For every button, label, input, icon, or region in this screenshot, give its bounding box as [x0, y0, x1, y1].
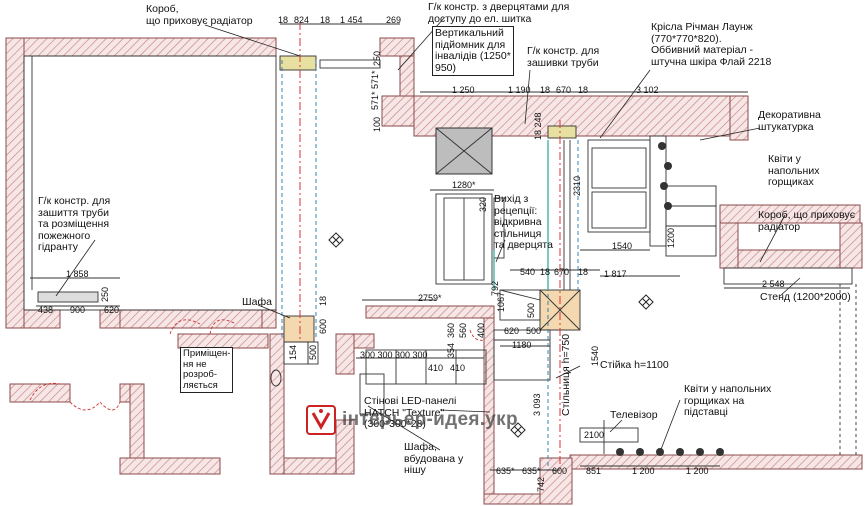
- leader-lines: [55, 17, 801, 453]
- label-gk-pipe-cover: Г/к констр. для зашивки труби: [527, 45, 600, 69]
- dim-v-3093: 3 093: [532, 393, 542, 416]
- dim-670: 670: [554, 267, 570, 277]
- dim-1280: 1280*: [452, 180, 476, 190]
- dim-v-18-248: 18 248: [533, 112, 543, 140]
- dim-v-571: 571* 571*: [370, 70, 380, 110]
- dim-1200a: 1 200: [632, 466, 655, 476]
- label-decor-plaster: Декоративна штукатурка: [758, 109, 821, 133]
- dim-row2-18a: 18: [540, 85, 551, 95]
- dim-v-1200: 1200: [666, 227, 676, 248]
- watermark-logo-icon: [306, 405, 336, 435]
- dim-top-824: 824: [294, 15, 310, 25]
- dim-v-600: 600: [318, 318, 328, 334]
- dim-row2-3102: 3 102: [636, 85, 659, 95]
- plants: [616, 142, 724, 456]
- dim-1200b: 1 200: [686, 466, 709, 476]
- label-flowers-pots: Квіти у напольних горщиках: [768, 153, 820, 188]
- dim-top-1454: 1 454: [340, 15, 363, 25]
- label-wardrobe: Шафа: [242, 296, 272, 308]
- dim-v-1067: 1067: [496, 291, 506, 312]
- label-led-panels: Стінові LED-панелі HATCH "Texture" (300*…: [364, 395, 457, 430]
- dim-v-250: 250: [372, 50, 382, 66]
- dim-635b: 635*: [522, 466, 541, 476]
- axis-lines: [281, 22, 579, 470]
- dim-620: 620: [104, 305, 120, 315]
- dim-851: 851: [586, 466, 602, 476]
- dim-v-250b: 250: [100, 286, 110, 302]
- dim-v-400: 400: [476, 322, 486, 338]
- dim-540: 540: [520, 267, 536, 277]
- dim-18b: 18: [578, 267, 589, 277]
- label-box-radiator-top: Короб, що приховує радіатор: [146, 3, 253, 27]
- dim-410a: 410: [428, 363, 444, 373]
- watermark: інтерьер-идея.укр: [306, 405, 518, 435]
- dim-row2-18b: 18: [578, 85, 589, 95]
- label-gk-hydrant: Г/к констр. для зашиття труби та розміще…: [38, 195, 111, 253]
- dim-2759: 2759*: [418, 293, 442, 303]
- dim-v-1540: 1540: [590, 345, 600, 366]
- label-unfinished-room: Приміщен- ня не розроб- ляється: [180, 347, 234, 393]
- dim-2100: 2100: [584, 430, 605, 440]
- dim-v-320: 320: [478, 196, 488, 212]
- dim-1858: 1 858: [66, 269, 89, 279]
- dim-620b: 620: [504, 326, 520, 336]
- label-exit-reception: Вихід з рецепції: відкривна стільниця та…: [494, 193, 553, 251]
- level-markers: [328, 232, 654, 438]
- dim-v-500b: 500: [308, 344, 318, 360]
- dim-v-742: 742: [536, 476, 546, 492]
- dim-v-18: 18: [318, 295, 328, 306]
- dim-v-354: 354: [446, 342, 456, 358]
- dim-1817: 1 817: [604, 269, 627, 279]
- label-lift: Вертикальний підйомник для інвалідів (12…: [432, 26, 514, 76]
- dim-2548: 2 548: [762, 279, 785, 289]
- dim-500b: 500: [526, 326, 542, 336]
- label-gk-door-panel: Г/к констр. з дверцятами для доступу до …: [428, 1, 570, 25]
- dim-v-560: 560: [458, 322, 468, 338]
- dim-v-154: 154: [288, 344, 298, 360]
- dim-410b: 410: [450, 363, 466, 373]
- dim-row2-1190: 1 190: [508, 85, 531, 95]
- dim-1180: 1180: [512, 340, 532, 350]
- dim-18a: 18: [540, 267, 551, 277]
- door-swings: [29, 319, 485, 411]
- dim-635a: 635*: [496, 466, 515, 476]
- label-stand: Стенд (1200*2000): [760, 291, 851, 303]
- dim-900: 900: [70, 305, 86, 315]
- dim-v-360: 360: [446, 322, 456, 338]
- watermark-text: інтерьер-идея.укр: [342, 409, 518, 430]
- label-counter-1100: Стійка h=1100: [600, 359, 669, 371]
- label-wardrobe-niche: Шафа, вбудована у нішу: [404, 441, 464, 476]
- furniture-lines: [23, 23, 857, 471]
- dim-438: 438: [38, 305, 54, 315]
- label-flowers-stand: Квіти у напольних горщиках на підставці: [684, 383, 772, 418]
- dim-v-100: 100: [372, 116, 382, 132]
- dim-v-500a: 500: [526, 302, 536, 318]
- dim-300s: 300 300 300 300: [360, 350, 428, 360]
- dim-top-18b: 18: [320, 15, 331, 25]
- dim-row2-670: 670: [556, 85, 572, 95]
- label-box-radiator-right: Короб, що приховує радіатор: [758, 209, 856, 233]
- label-counter-750: Стільниця h=750: [560, 333, 572, 416]
- dim-1540: 1540: [612, 241, 633, 251]
- dim-row2-1250: 1 250: [452, 85, 475, 95]
- label-tv: Телевізор: [610, 409, 658, 421]
- dim-top-269: 269: [386, 15, 402, 25]
- dim-600: 600: [552, 466, 568, 476]
- dim-v-2310: 2310: [572, 175, 582, 196]
- dim-top-18a: 18: [278, 15, 289, 25]
- label-chairs: Крісла Річман Лаунж (770*770*820). Оббив…: [651, 21, 772, 68]
- walls: [5, 37, 863, 505]
